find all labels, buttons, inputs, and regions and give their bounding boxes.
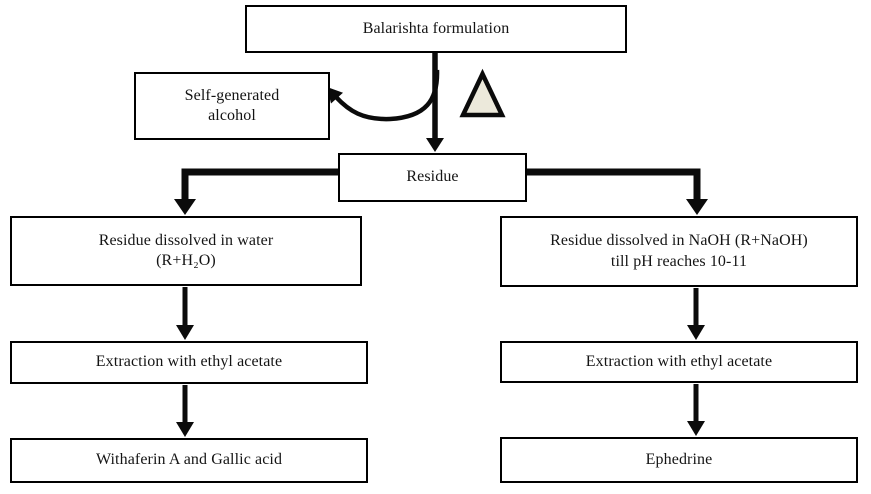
- arrow-extraction-to-ephedrine: [687, 384, 705, 436]
- node-label-line2: alcohol: [208, 107, 256, 124]
- node-label-line1: Self-generated: [184, 86, 280, 104]
- arrow-water-to-extraction: [176, 287, 194, 340]
- node-extraction-ethyl-acetate-left: Extraction with ethyl acetate: [10, 341, 368, 384]
- node-self-generated-alcohol: Self-generated alcohol: [134, 72, 330, 140]
- heat-delta-icon: [459, 68, 506, 118]
- node-label: Withaferin A and Gallic acid: [95, 451, 283, 469]
- node-label: Extraction with ethyl acetate: [95, 353, 283, 371]
- node-label-line2: (R+H₂O): [156, 252, 216, 269]
- node-residue-dissolved-water: Residue dissolved in water (R+H₂O): [10, 216, 362, 286]
- branch-connector-left: [174, 168, 338, 215]
- node-label-line1: Residue dissolved in water: [98, 231, 274, 249]
- arrow-naoh-to-extraction: [687, 288, 705, 340]
- node-label: Extraction with ethyl acetate: [585, 352, 773, 370]
- node-ephedrine: Ephedrine: [500, 437, 858, 483]
- node-residue-dissolved-naoh: Residue dissolved in NaOH (R+NaOH) till …: [500, 216, 858, 287]
- arrow-extraction-to-withaferin: [176, 385, 194, 437]
- node-label-line1: Residue dissolved in NaOH (R+NaOH): [550, 232, 808, 250]
- node-label-line2: till pH reaches 10-11: [610, 252, 748, 270]
- node-residue: Residue: [338, 153, 527, 202]
- node-label: Balarishta formulation: [362, 19, 510, 37]
- branch-connector-right: [527, 168, 708, 215]
- node-label: Residue: [406, 168, 459, 186]
- node-withaferin-gallic-acid: Withaferin A and Gallic acid: [10, 438, 368, 483]
- node-extraction-ethyl-acetate-right: Extraction with ethyl acetate: [500, 341, 858, 383]
- node-label: Ephedrine: [645, 450, 713, 468]
- alcohol-evaporation-arrow: [327, 69, 440, 122]
- node-balarishta-formulation: Balarishta formulation: [245, 5, 627, 53]
